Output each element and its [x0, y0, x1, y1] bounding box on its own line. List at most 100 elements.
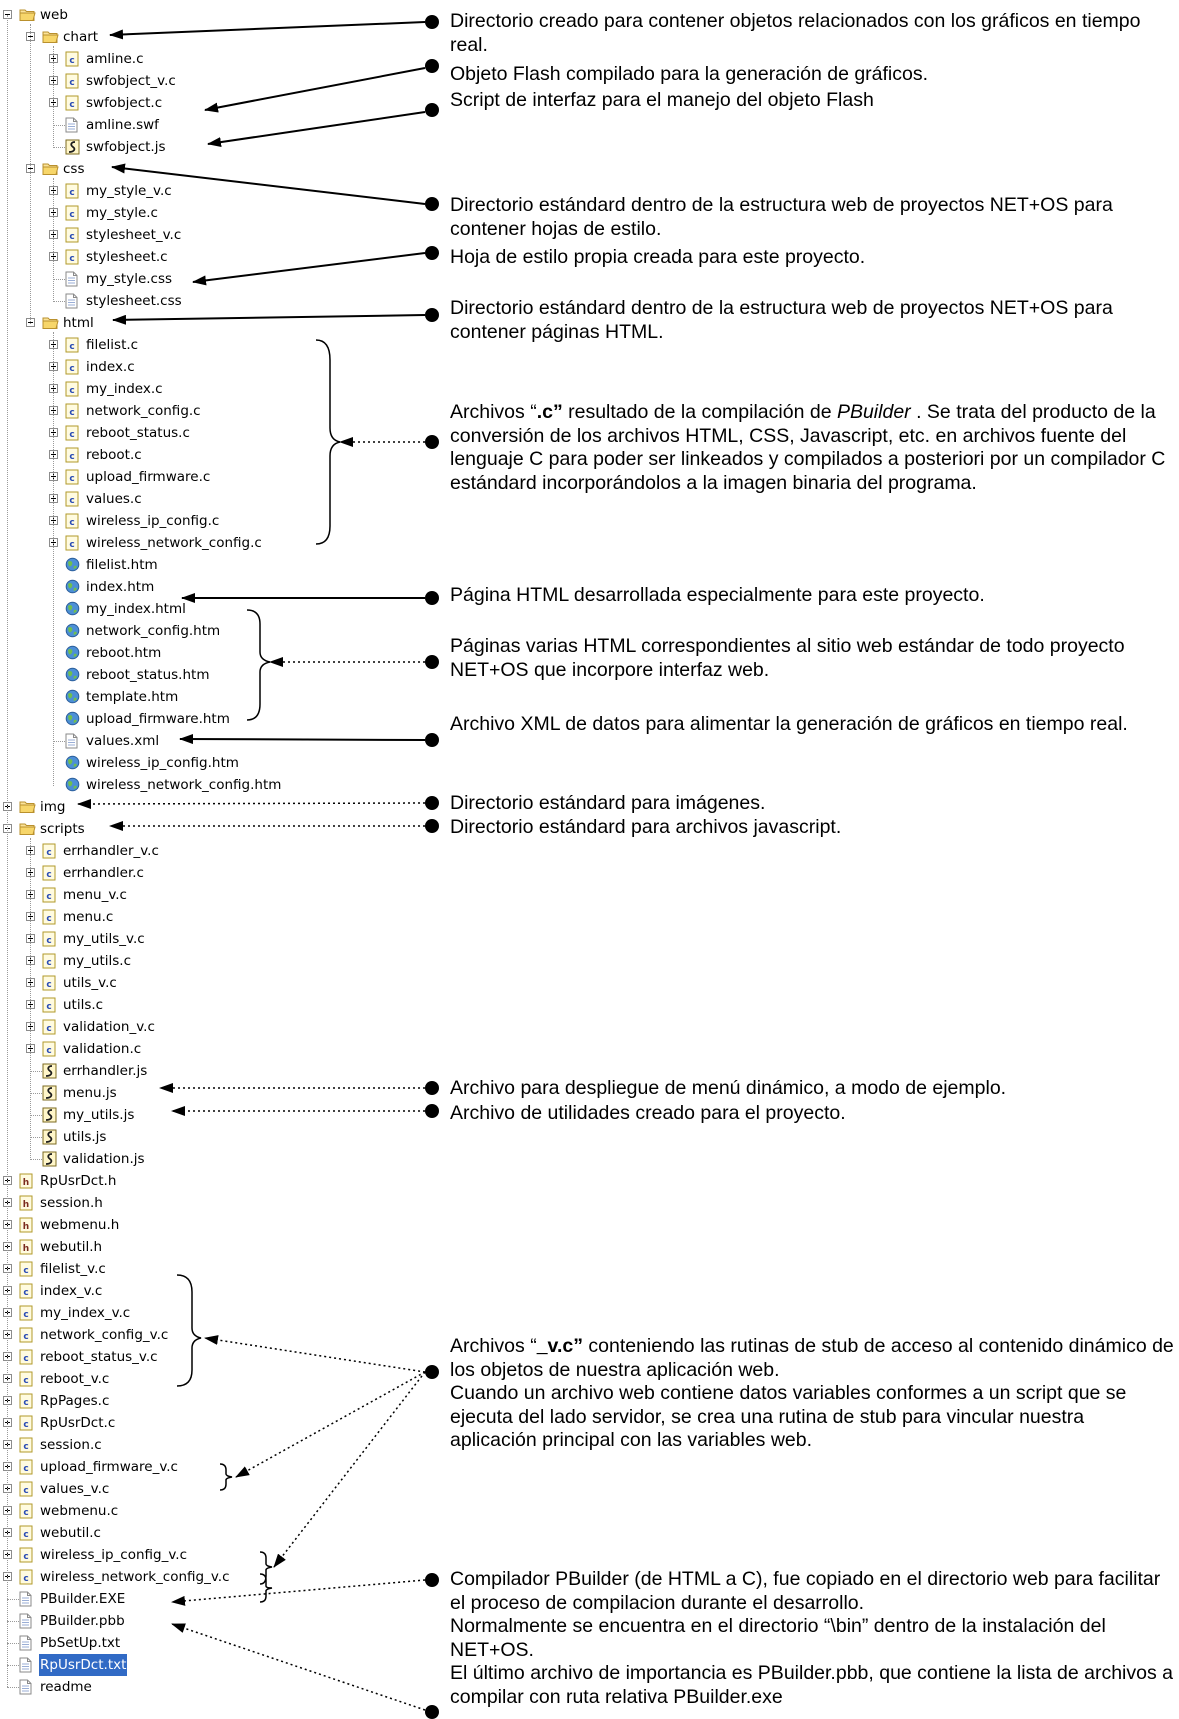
tree-item-label: validation.c	[63, 1041, 142, 1057]
brace-html-c-files	[315, 339, 341, 545]
tree-item-label: filelist.c	[86, 337, 139, 353]
svg-text:c: c	[46, 936, 51, 946]
dots	[425, 15, 439, 1719]
tree-item-label: template.htm	[86, 689, 179, 705]
tree-item-label: stylesheet.css	[86, 293, 182, 309]
c-file-icon: c	[65, 381, 80, 397]
solid-arrows	[109, 21, 426, 745]
tree-item-label: my_index.html	[86, 601, 186, 617]
tree-item-label: swfobject.js	[86, 139, 166, 155]
svg-text:c: c	[46, 980, 51, 990]
tree-item-label: amline.c	[86, 51, 144, 67]
tree-item-label: my_utils_v.c	[63, 931, 145, 947]
tree-item-label: PBuilder.pbb	[40, 1613, 125, 1629]
c-file-icon: c	[65, 513, 80, 529]
tree-guide-line	[53, 332, 54, 786]
tree-item-label: reboot_v.c	[40, 1371, 110, 1387]
tree-item-label: swfobject_v.c	[86, 73, 176, 89]
tree-item-label: session.h	[40, 1195, 103, 1211]
js-file-icon	[42, 1063, 57, 1079]
c-file-icon: c	[19, 1393, 34, 1409]
c-file-icon: c	[19, 1349, 34, 1365]
annotation-flash-script: Script de interfaz para el manejo del ob…	[450, 89, 874, 111]
svg-text:c: c	[23, 1332, 28, 1342]
annotation-xml-data: Archivo XML de datos para alimentar la g…	[450, 713, 1128, 735]
file-icon	[19, 1635, 34, 1651]
c-file-icon: c	[42, 997, 57, 1013]
c-file-icon: c	[42, 843, 57, 859]
tree-item-label: wireless_ip_config.htm	[86, 755, 239, 771]
tree-item-label: values.c	[86, 491, 142, 507]
tree-guide-line	[30, 838, 31, 1160]
svg-text:c: c	[69, 430, 74, 440]
tree-guide-line	[53, 46, 54, 148]
c-file-icon: c	[65, 183, 80, 199]
tree-item-label: RpUsrDct.h	[40, 1173, 117, 1189]
file-icon	[65, 733, 80, 749]
html-file-icon	[65, 689, 80, 705]
svg-text:c: c	[23, 1574, 28, 1584]
c-file-icon: c	[65, 95, 80, 111]
c-file-icon: c	[42, 953, 57, 969]
html-file-icon	[65, 711, 80, 727]
tree-item-label: menu_v.c	[63, 887, 127, 903]
annotation-standard-pages: Páginas varias HTML correspondientes al …	[450, 635, 1125, 681]
svg-text:c: c	[46, 848, 51, 858]
tree-item-label: values_v.c	[40, 1481, 110, 1497]
svg-text:c: c	[69, 364, 74, 374]
tree-item-label: RpPages.c	[40, 1393, 110, 1409]
svg-text:c: c	[23, 1508, 28, 1518]
tree-guide-line	[30, 24, 31, 324]
html-file-icon	[65, 667, 80, 683]
c-file-icon: c	[65, 73, 80, 89]
js-file-icon	[42, 1151, 57, 1167]
c-file-icon: c	[42, 931, 57, 947]
tree-item-label: network_config_v.c	[40, 1327, 169, 1343]
tree-item-label: swfobject.c	[86, 95, 163, 111]
tree-item-label: index_v.c	[40, 1283, 103, 1299]
file-icon	[65, 293, 80, 309]
svg-text:c: c	[23, 1266, 28, 1276]
svg-text:h: h	[23, 1178, 29, 1188]
tree-item-label: wireless_network_config.htm	[86, 777, 282, 793]
annotation-img-dir: Directorio estándard para imágenes.	[450, 792, 766, 814]
h-file-icon: h	[19, 1173, 34, 1189]
svg-text:c: c	[69, 100, 74, 110]
tree-item-label: wireless_network_config_v.c	[40, 1569, 230, 1585]
dotted-arrows	[77, 437, 426, 1711]
tree-item-label: chart	[63, 29, 99, 45]
svg-text:c: c	[69, 254, 74, 264]
tree-guide-line	[53, 178, 54, 302]
svg-text:c: c	[69, 342, 74, 352]
c-file-icon: c	[19, 1371, 34, 1387]
folder-icon	[19, 821, 36, 837]
c-file-icon: c	[19, 1305, 34, 1321]
tree-item-label: webmenu.h	[40, 1217, 120, 1233]
file-icon	[19, 1657, 34, 1673]
svg-text:c: c	[69, 540, 74, 550]
tree-item-label: session.c	[40, 1437, 102, 1453]
c-file-icon: c	[42, 1019, 57, 1035]
c-file-icon: c	[19, 1525, 34, 1541]
svg-text:c: c	[46, 914, 51, 924]
svg-text:c: c	[23, 1398, 28, 1408]
tree-item-label: img	[40, 799, 66, 815]
h-file-icon: h	[19, 1217, 34, 1233]
tree-item-label: stylesheet_v.c	[86, 227, 182, 243]
tree-item-label: webutil.c	[40, 1525, 101, 1541]
annotation-chart-dir: Directorio creado para contener objetos …	[450, 10, 1141, 56]
tree-item-label: validation_v.c	[63, 1019, 155, 1035]
html-file-icon	[65, 601, 80, 617]
tree-item-label: wireless_ip_config_v.c	[40, 1547, 188, 1563]
svg-text:c: c	[46, 892, 51, 902]
svg-text:c: c	[69, 474, 74, 484]
tree-item-label: reboot.htm	[86, 645, 162, 661]
svg-text:c: c	[46, 870, 51, 880]
c-file-icon: c	[19, 1547, 34, 1563]
html-file-icon	[65, 623, 80, 639]
annotation-c-files: Archivos “.c” resultado de la compilació…	[450, 401, 1166, 494]
tree-item-label: my_utils.js	[63, 1107, 135, 1123]
file-icon	[65, 117, 80, 133]
svg-text:c: c	[23, 1442, 28, 1452]
c-file-icon: c	[42, 887, 57, 903]
